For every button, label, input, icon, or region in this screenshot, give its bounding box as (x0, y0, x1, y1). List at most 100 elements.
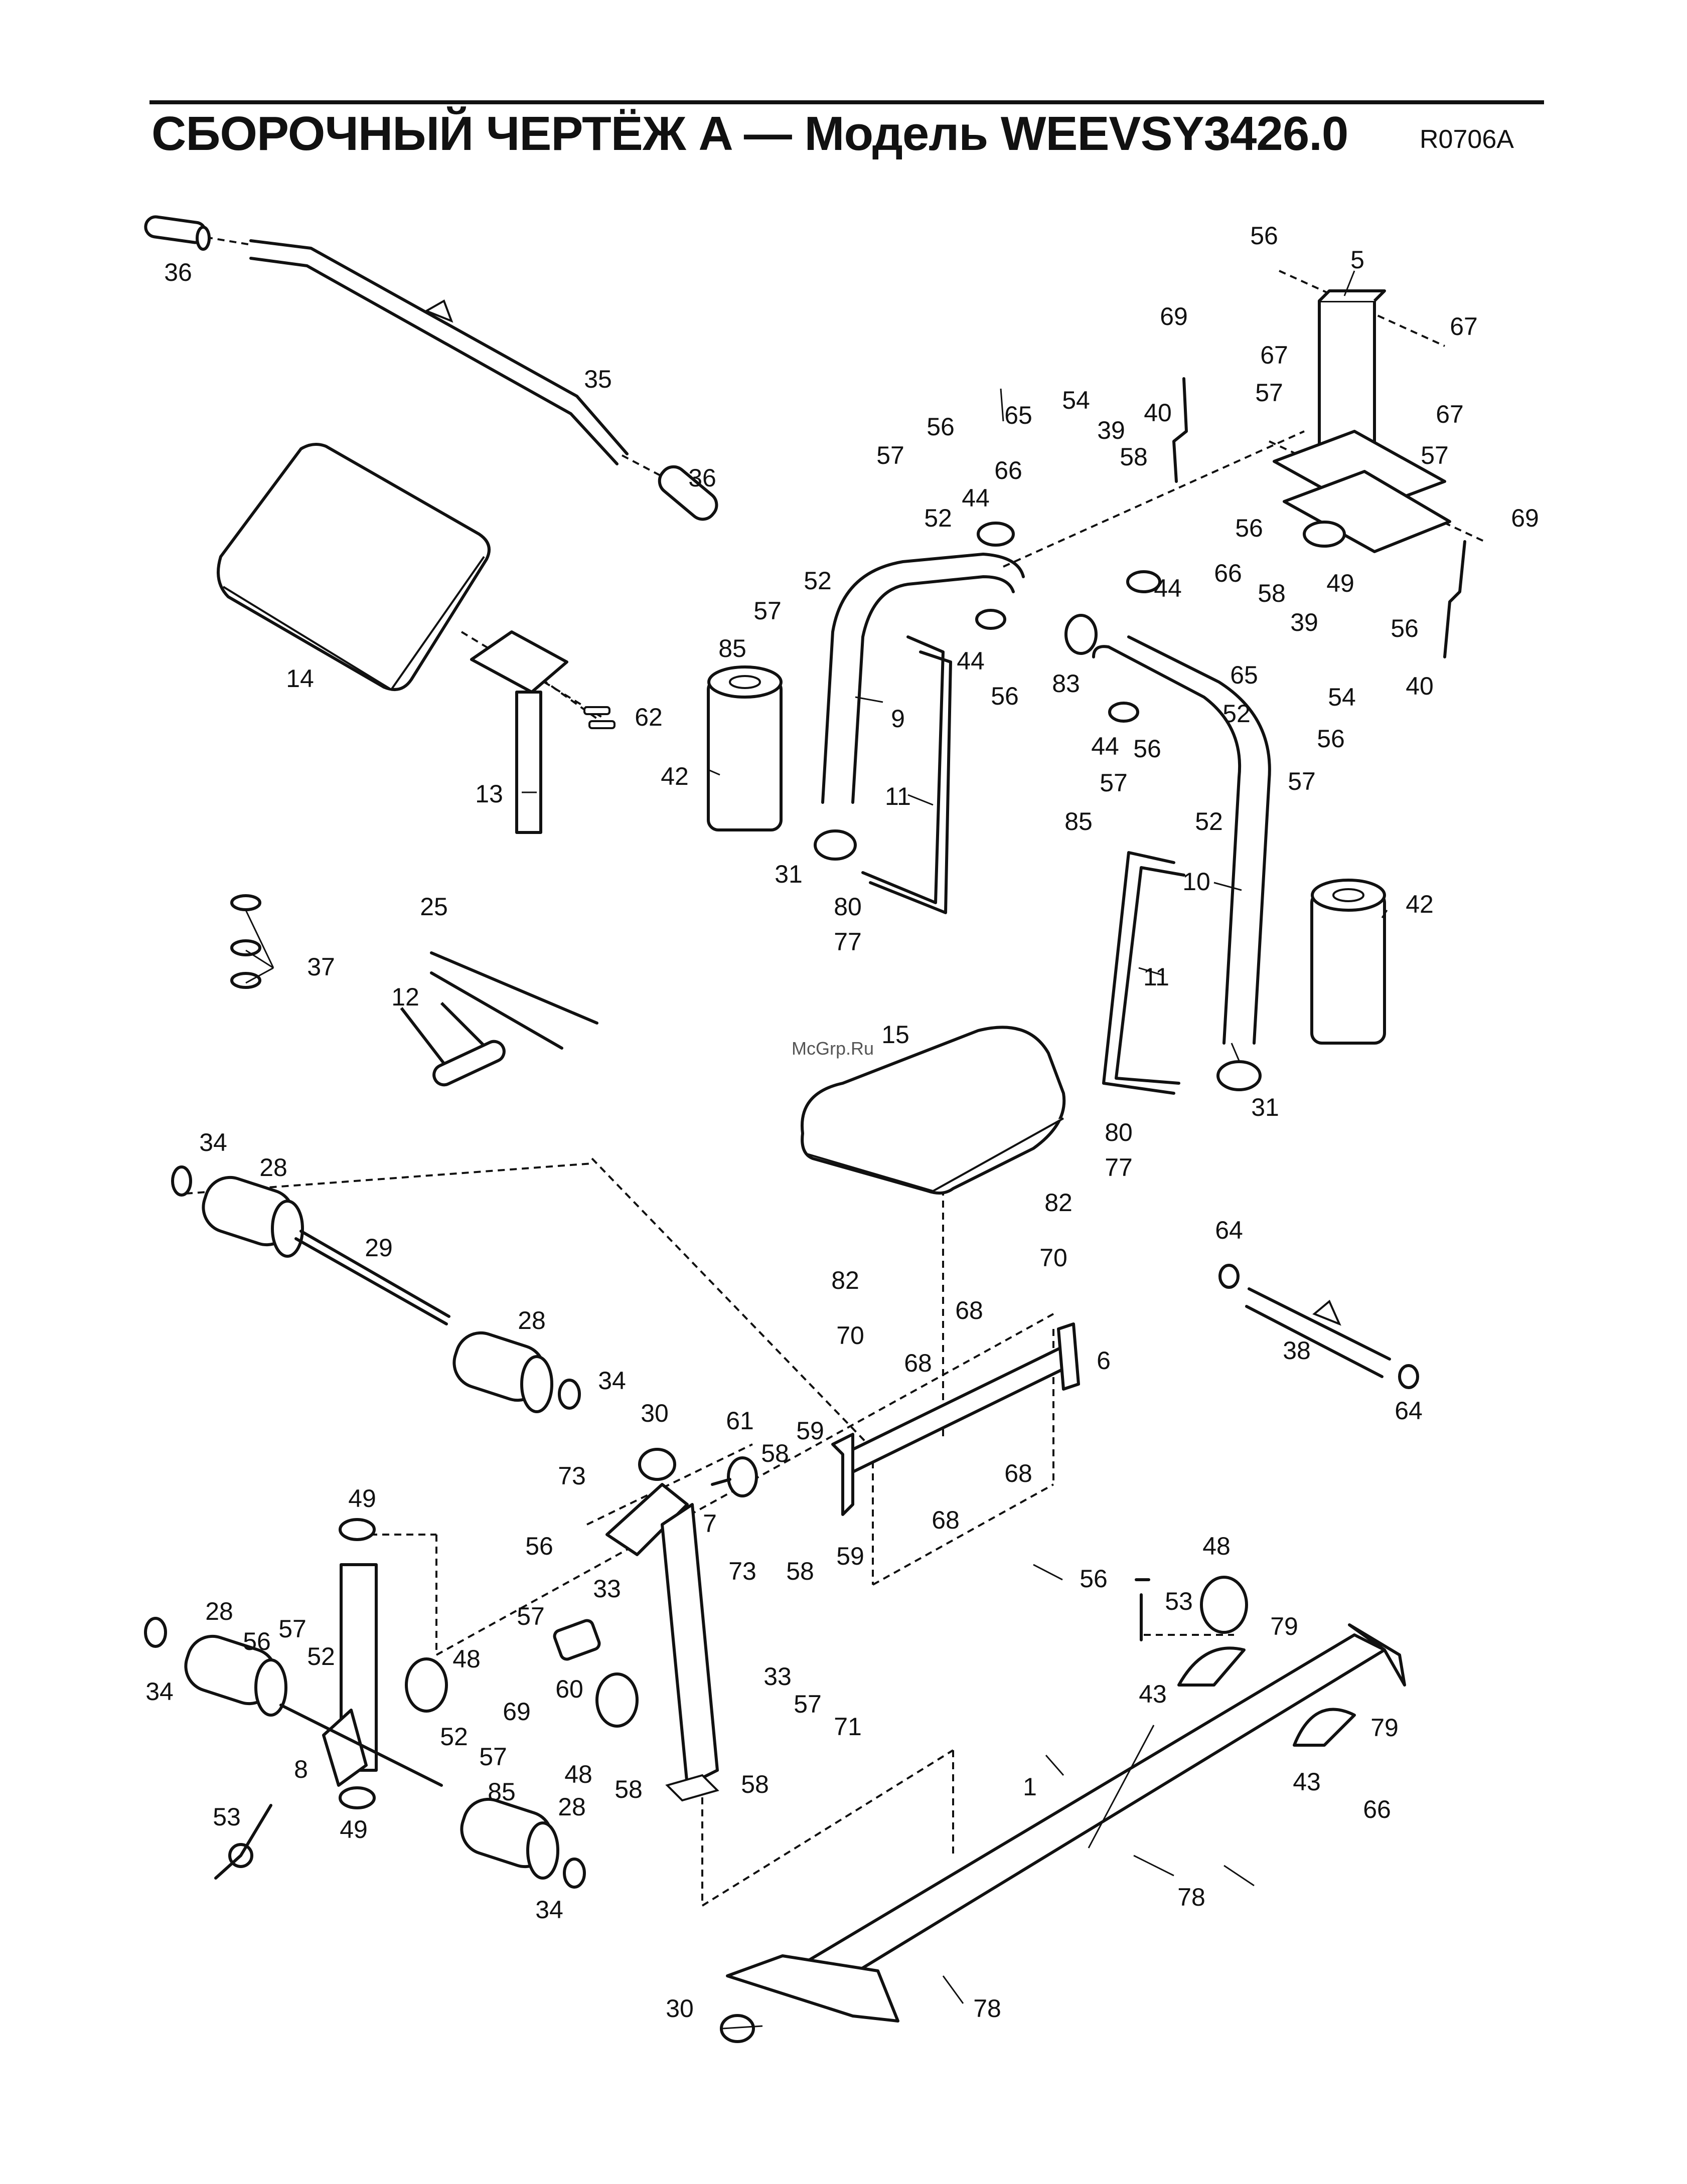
part-label-65: 65 (1004, 401, 1032, 429)
part-label-12: 12 (391, 983, 419, 1011)
part-label-49b: 49 (348, 1484, 376, 1513)
part-label-66c: 66 (1363, 1795, 1391, 1823)
part-label-49: 49 (1326, 569, 1354, 597)
part-28-roller-upper-left (202, 1175, 304, 1258)
part-42-roller-right (1310, 879, 1386, 1045)
part-label-68: 68 (955, 1296, 983, 1324)
part-label-52e: 52 (307, 1642, 335, 1670)
part-label-83: 83 (1052, 669, 1080, 698)
part-label-70: 70 (1039, 1244, 1067, 1272)
leader-lines (245, 270, 1388, 2030)
part-label-28c: 28 (205, 1597, 233, 1625)
part-label-64b: 64 (1395, 1397, 1423, 1425)
part-label-80b: 80 (1105, 1118, 1133, 1146)
part-label-85b: 85 (1064, 807, 1093, 835)
part-label-31: 31 (775, 860, 803, 888)
part-label-58e: 58 (615, 1775, 643, 1803)
part-6-seat-frame (831, 1322, 1080, 1516)
part-34-cap-upper-left (171, 1165, 192, 1197)
part-label-43b: 43 (1293, 1768, 1321, 1796)
part-label-57h: 57 (278, 1615, 306, 1643)
part-label-15: 15 (881, 1021, 909, 1049)
part-label-43: 43 (1139, 1680, 1167, 1708)
part-label-7: 7 (703, 1509, 717, 1538)
part-label-29: 29 (365, 1234, 393, 1262)
part-label-82b: 82 (831, 1266, 859, 1294)
part-label-62: 62 (635, 703, 663, 731)
part-8-post (322, 1563, 378, 1787)
part-label-52b: 52 (804, 567, 832, 595)
part-label-52c: 52 (1222, 700, 1251, 728)
part-label-69c: 69 (503, 1698, 531, 1726)
part-label-5: 5 (1350, 246, 1364, 274)
part-label-13: 13 (475, 780, 503, 808)
part-label-33b: 33 (763, 1662, 792, 1691)
part-label-58: 58 (1120, 443, 1148, 471)
drawing-code: R0706A (1420, 125, 1514, 154)
part-15-seat (801, 1026, 1066, 1195)
part-label-8: 8 (294, 1755, 308, 1783)
part-label-68d: 68 (932, 1506, 960, 1534)
part-label-56g: 56 (1133, 735, 1161, 763)
part-25-chain (430, 951, 598, 1050)
part-61-knob (711, 1456, 758, 1497)
page-title: СБОРОЧНЫЙ ЧЕРТЁЖ A — Модель WEEVSY3426.0 (151, 107, 1348, 160)
part-label-56f: 56 (1317, 725, 1345, 753)
part-label-30b: 30 (666, 1994, 694, 2023)
part-1-base (726, 1623, 1406, 2023)
part-49-bushing-bottom (339, 1786, 376, 1809)
part-34-cap-upper-right (558, 1379, 581, 1410)
part-label-9: 9 (891, 705, 905, 733)
part-label-37: 37 (307, 953, 335, 981)
part-label-77b: 77 (1105, 1153, 1133, 1182)
part-label-66: 66 (994, 456, 1022, 484)
part-label-79b: 79 (1370, 1714, 1399, 1742)
part-label-70b: 70 (836, 1321, 864, 1350)
part-label-57c: 57 (876, 441, 904, 469)
part-label-71: 71 (834, 1713, 862, 1741)
part-label-57i: 57 (794, 1690, 822, 1718)
part-48-pulleys (405, 1576, 1248, 1728)
part-42-roller-left (707, 665, 783, 831)
part-label-42: 42 (661, 762, 689, 790)
part-label-39: 39 (1097, 416, 1125, 444)
part-label-58f: 58 (741, 1770, 769, 1798)
part-label-10: 10 (1182, 868, 1210, 896)
part-label-42b: 42 (1406, 890, 1434, 918)
part-label-57g: 57 (517, 1602, 545, 1630)
part-labels: 36 35 36 14 13 62 56 5 69 67 67 57 67 57… (145, 222, 1539, 2023)
part-label-48: 48 (452, 1645, 481, 1673)
part-label-78: 78 (1177, 1883, 1205, 1911)
part-label-34c: 34 (145, 1677, 174, 1706)
part-label-58d: 58 (786, 1557, 814, 1585)
part-label-79: 79 (1270, 1612, 1298, 1640)
watermark: McGrp.Ru (792, 1038, 874, 1059)
part-label-31b: 31 (1251, 1093, 1279, 1121)
part-34-cap-lower-left (144, 1617, 167, 1648)
part-label-11: 11 (885, 782, 911, 810)
part-31-cap-right (1216, 1060, 1262, 1091)
part-label-68c: 68 (1004, 1459, 1032, 1487)
part-label-85: 85 (718, 634, 746, 662)
part-label-56: 56 (1250, 222, 1278, 250)
part-36-grip-top (144, 215, 211, 251)
part-label-56c: 56 (1391, 614, 1419, 642)
part-label-52f: 52 (440, 1723, 468, 1751)
part-label-39b: 39 (1290, 608, 1318, 636)
part-35-lat-bar (249, 239, 629, 465)
part-14-back-pad (217, 443, 491, 691)
part-5-upright (1273, 289, 1451, 553)
part-label-56b: 56 (1235, 514, 1263, 542)
part-label-11b: 11 (1143, 963, 1169, 991)
part-30-cap-top (638, 1448, 676, 1481)
part-label-30: 30 (641, 1399, 669, 1427)
part-label-69b: 69 (1511, 504, 1539, 532)
part-label-85c: 85 (488, 1778, 516, 1806)
part-label-35: 35 (584, 365, 612, 393)
part-label-34: 34 (199, 1128, 227, 1156)
part-rod-lower (279, 1704, 443, 1787)
part-7-front-post (605, 1483, 719, 1802)
part-label-57e: 57 (1100, 769, 1128, 797)
part-label-52: 52 (924, 504, 952, 532)
